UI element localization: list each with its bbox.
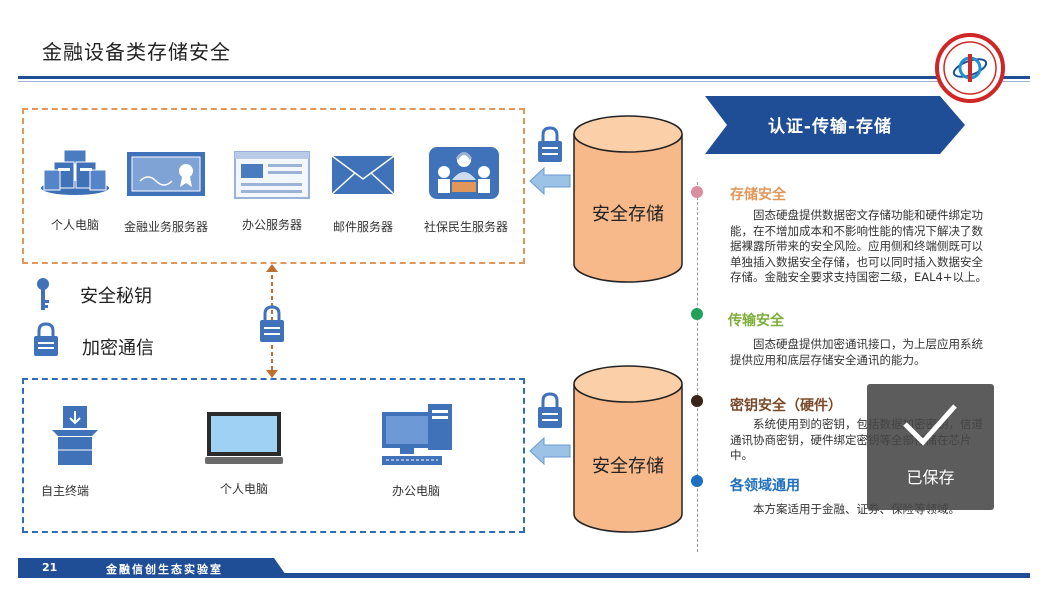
banner-title: 认证-传输-存储 — [767, 117, 893, 137]
legend-key-label: 安全秘钥 — [80, 286, 152, 307]
section-title-transport: 传输安全 — [728, 313, 784, 329]
device-label-pc: 个人电脑 — [50, 218, 99, 232]
timeline-line — [697, 182, 698, 552]
timeline-dot — [691, 308, 703, 320]
storage-label-bottom: 安全存储 — [592, 456, 664, 477]
section-title-key: 密钥安全（硬件） — [730, 398, 842, 414]
title-rule-thin — [18, 81, 1030, 82]
arrow-left-icon — [529, 436, 571, 466]
device-label-finance-server: 金融业务服务器 — [123, 220, 208, 234]
saved-toast-label: 已保存 — [906, 468, 955, 487]
chevron-banner — [705, 96, 965, 154]
device-label-desktop: 办公电脑 — [391, 484, 440, 498]
secure-storage-cylinder-top — [573, 115, 683, 283]
legend-lock-label: 加密通信 — [82, 338, 154, 359]
device-label-laptop: 个人电脑 — [219, 482, 268, 496]
footer-bar — [18, 573, 1030, 578]
arrow-left-icon — [529, 166, 571, 196]
timeline-dot — [691, 186, 703, 198]
section-body-storage: 固态硬盘提供数据密文存储功能和硬件绑定功能，在不增加成本和不影响性能的情况下解决… — [730, 208, 987, 284]
laptop-icon — [205, 412, 283, 464]
web-page-icon — [234, 151, 310, 199]
timeline-dot — [691, 395, 703, 407]
lock-icon — [34, 322, 58, 356]
device-label-social-server: 社保民生服务器 — [423, 220, 508, 234]
server-group-box — [22, 108, 525, 264]
saved-toast: 已保存 — [867, 384, 994, 510]
server-cluster-icon — [41, 149, 109, 195]
device-label-office-server: 办公服务器 — [241, 218, 302, 232]
terminal-box-icon — [52, 406, 98, 465]
section-body-transport: 固态硬盘提供加密通讯接口，为上层应用系统提供应用和底层存储安全通讯的能力。 — [730, 337, 983, 367]
timeline-dot — [691, 475, 703, 487]
certificate-icon — [127, 152, 205, 196]
section-title-storage: 存储安全 — [730, 187, 786, 203]
secure-storage-cylinder-bottom — [573, 365, 683, 533]
desktop-computer-icon — [382, 404, 452, 465]
section-title-general: 各领域通用 — [730, 478, 800, 494]
lock-icon — [260, 305, 284, 342]
footer-lab-name: 金融信创生态实验室 — [106, 563, 223, 576]
customer-service-icon — [429, 147, 499, 199]
terminal-group-box — [22, 378, 525, 533]
checkmark-icon — [903, 404, 957, 446]
footer-tab — [18, 558, 288, 578]
title-rule — [18, 76, 1030, 79]
slide-title: 金融设备类存储安全 — [42, 40, 231, 64]
storage-label-top: 安全存储 — [592, 204, 664, 225]
key-icon — [37, 278, 49, 310]
device-label-terminal: 自主终端 — [40, 484, 89, 498]
lab-logo-icon — [935, 33, 1005, 103]
device-label-mail-server: 邮件服务器 — [332, 220, 393, 234]
lock-icon — [538, 392, 562, 428]
envelope-icon — [331, 155, 395, 195]
lock-icon — [538, 126, 562, 162]
page-number: 21 — [42, 561, 58, 574]
